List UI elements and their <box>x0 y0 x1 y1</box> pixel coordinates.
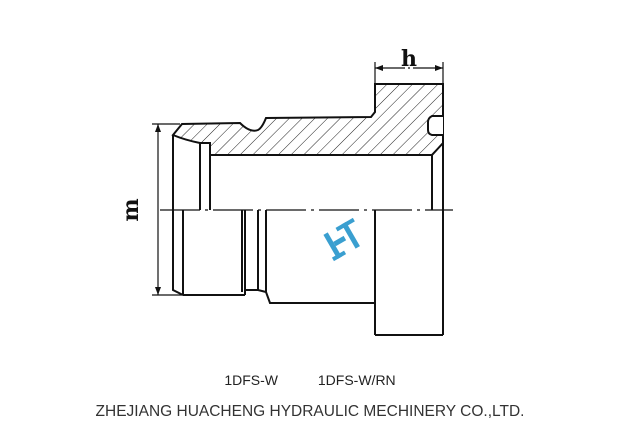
company-name: ZHEJIANG HUACHENG HYDRAULIC MECHINERY CO… <box>95 403 525 420</box>
model-number: 1DFS-W/RN <box>317 372 396 388</box>
model-number: 1DFS-W <box>224 372 278 388</box>
dimension-h <box>374 62 444 84</box>
flange-notch <box>427 115 443 136</box>
dimension-m-label: m <box>118 198 144 221</box>
model-numbers: 1DFS-W 1DFS-W/RN <box>0 372 620 388</box>
dimension-m <box>152 123 183 296</box>
company-logo-icon <box>323 217 360 262</box>
hatched-section <box>171 83 444 156</box>
dimension-h-label: h <box>401 46 417 72</box>
